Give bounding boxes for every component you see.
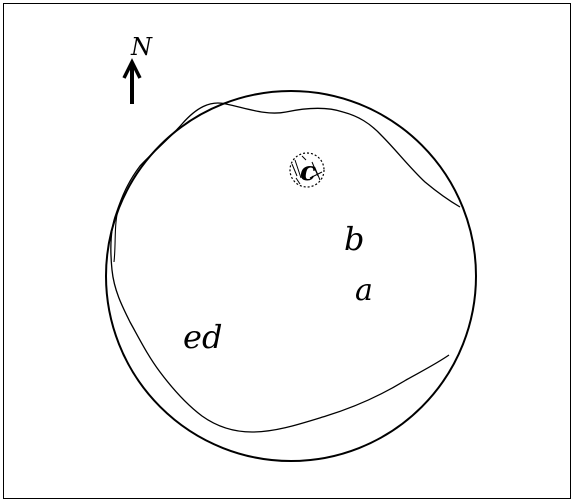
label-ed: ed [183, 318, 222, 356]
spot-c: c [290, 153, 324, 187]
label-c: c [300, 157, 316, 187]
north-indicator: N [124, 33, 153, 104]
north-arrow-icon [124, 62, 140, 104]
label-b: b [344, 220, 364, 258]
label-a: a [355, 273, 373, 308]
planet-disc-outline [106, 91, 476, 461]
north-label: N [130, 33, 153, 61]
inner-boundary-line [111, 103, 460, 432]
